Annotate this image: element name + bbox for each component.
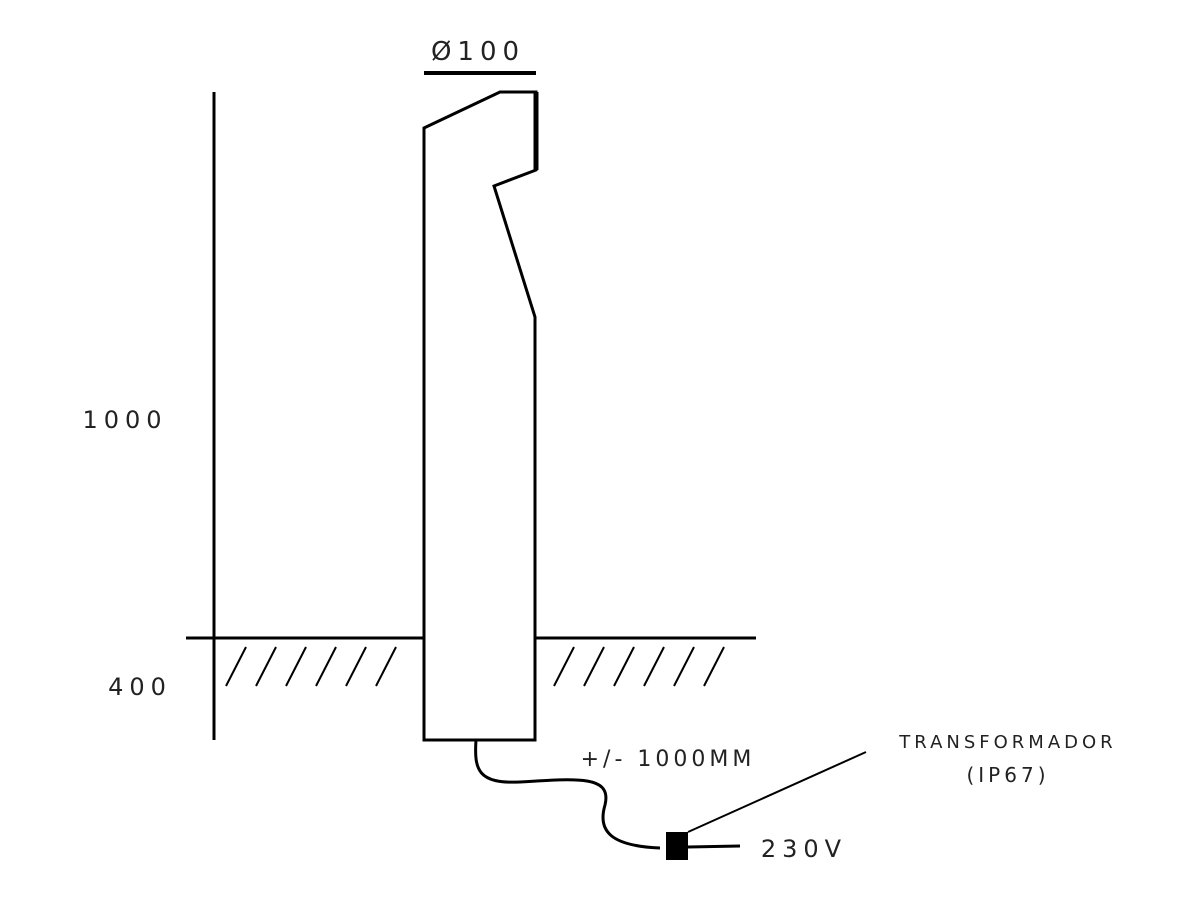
ground-hatching-left bbox=[225, 646, 397, 687]
supply-cable bbox=[687, 844, 741, 849]
ground-hatching-right bbox=[553, 646, 725, 687]
power-cable bbox=[474, 739, 661, 850]
transformer-leader-line bbox=[687, 751, 867, 833]
diameter-label: Ø100 bbox=[431, 37, 525, 67]
transformer-label: TRANSFORMADOR bbox=[898, 732, 1116, 753]
height-label: 1000 bbox=[82, 406, 167, 434]
transformer-rating-label: (IP67) bbox=[966, 763, 1049, 787]
voltage-label: 230V bbox=[761, 835, 847, 863]
depth-label: 400 bbox=[108, 673, 172, 701]
transformer-block bbox=[666, 832, 688, 860]
cable-length-label: +/- 1000MM bbox=[581, 747, 756, 772]
bollard-outline bbox=[422, 90, 538, 742]
